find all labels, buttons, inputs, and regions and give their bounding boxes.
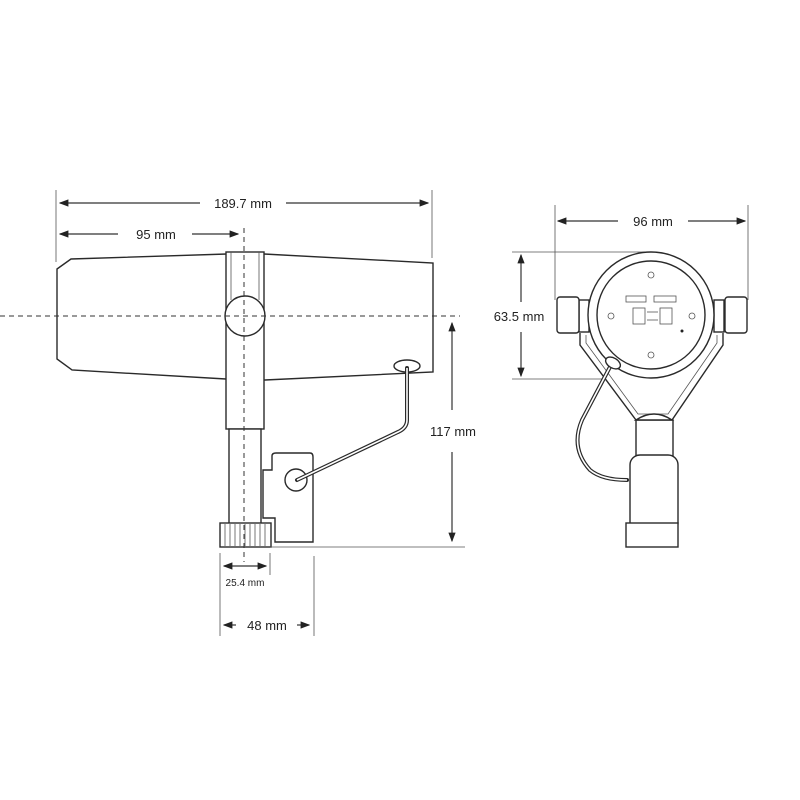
front-view: 96 mm 63.5 mm bbox=[494, 205, 749, 548]
knob-right bbox=[724, 296, 748, 334]
thread-label: 25.4 mm bbox=[226, 578, 265, 589]
depth-label: 48 mm bbox=[247, 618, 287, 633]
mic-body-face bbox=[596, 260, 706, 370]
width-label: 96 mm bbox=[633, 214, 673, 229]
diameter-label: 63.5 mm bbox=[494, 309, 545, 324]
clamp-base bbox=[625, 522, 679, 548]
screw-icon bbox=[647, 351, 655, 359]
tube-cap bbox=[633, 413, 675, 421]
stand-tube bbox=[228, 428, 262, 525]
pivot-washer-right bbox=[713, 299, 725, 333]
output-switches bbox=[625, 295, 677, 325]
stand-tube bbox=[635, 419, 674, 461]
screw-icon bbox=[607, 312, 615, 320]
screw-icon bbox=[647, 271, 655, 279]
yoke-arm bbox=[225, 251, 265, 430]
knurl-lines bbox=[224, 524, 266, 546]
led-indicator bbox=[680, 329, 684, 333]
clamp-body bbox=[629, 454, 679, 534]
cable-anchor bbox=[604, 356, 622, 370]
side-view: 189.7 mm 95 mm 117 mm 2 bbox=[0, 190, 476, 636]
knurled-nut bbox=[219, 522, 272, 548]
overall-length-label: 189.7 mm bbox=[214, 196, 272, 211]
height-label: 117 mm bbox=[430, 424, 476, 439]
screw-icon bbox=[688, 312, 696, 320]
knob-left bbox=[556, 296, 580, 334]
pivot-distance-label: 95 mm bbox=[136, 227, 176, 242]
